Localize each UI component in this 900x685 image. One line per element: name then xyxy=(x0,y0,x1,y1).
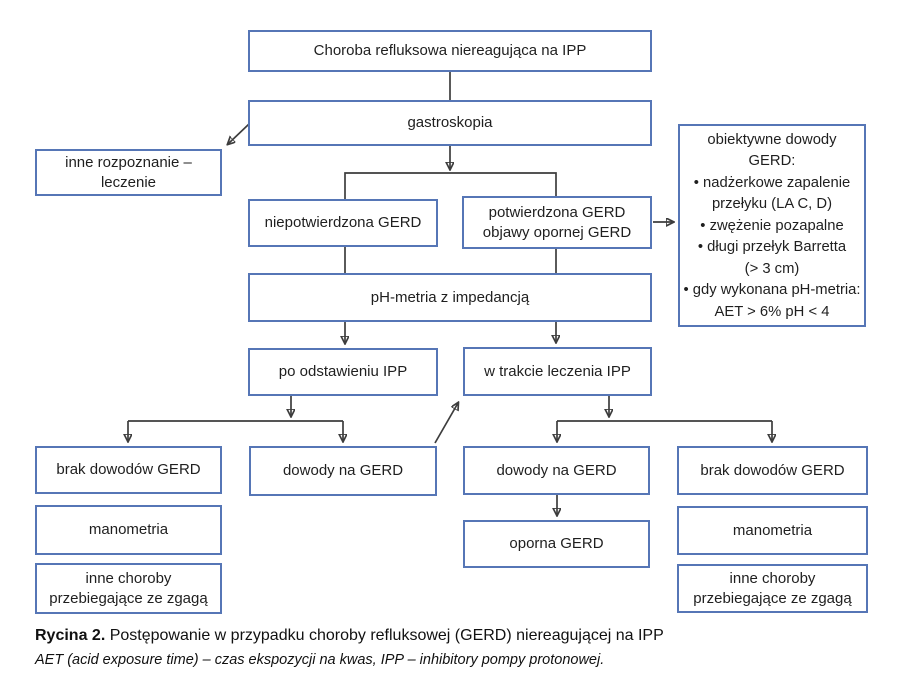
node-evidence-right: dowody na GERD xyxy=(463,446,650,495)
figure-title-line: Rycina 2. Postępowanie w przypadku choro… xyxy=(35,626,875,647)
node-refractory-gerd: oporna GERD xyxy=(463,520,650,568)
connector-split-bar-top xyxy=(344,172,557,199)
node-manometry-left: manometria xyxy=(35,505,222,555)
node-off-ipp: po odstawieniu IPP xyxy=(248,348,438,396)
node-objective-evidence: obiektywne dowody GERD: • nadżerkowe zap… xyxy=(678,124,866,327)
node-confirmed-gerd: potwierdzona GERD objawy opornej GERD xyxy=(462,196,652,249)
figure-caption: Rycina 2. Postępowanie w przypadku choro… xyxy=(35,626,875,668)
node-other-diseases-left: inne choroby przebiegające ze zgagą xyxy=(35,563,222,614)
node-ph-metry: pH-metria z impedancją xyxy=(248,273,652,322)
node-gastroscopy: gastroskopia xyxy=(248,100,652,146)
node-unconfirmed-gerd: niepotwierdzona GERD xyxy=(248,199,438,247)
node-evidence-left: dowody na GERD xyxy=(249,446,437,496)
node-no-evidence-right: brak dowodów GERD xyxy=(677,446,868,495)
node-other-diagnosis: inne rozpoznanie – leczenie xyxy=(35,149,222,196)
connector-gastroscopy-other-diagnosis xyxy=(228,123,250,144)
figure-footnote: AET (acid exposure time) – czas ekspozyc… xyxy=(35,651,605,668)
node-manometry-right: manometria xyxy=(677,506,868,555)
connector-evidence-left-onipp xyxy=(434,403,458,444)
figure-label: Rycina 2. xyxy=(35,627,106,644)
node-start: Choroba refluksowa niereagująca na IPP xyxy=(248,30,652,72)
node-other-diseases-right: inne choroby przebiegające ze zgagą xyxy=(677,564,868,613)
node-on-ipp: w trakcie leczenia IPP xyxy=(463,347,652,396)
figure-title: Postępowanie w przypadku choroby refluks… xyxy=(109,627,664,644)
node-no-evidence-left: brak dowodów GERD xyxy=(35,446,222,494)
